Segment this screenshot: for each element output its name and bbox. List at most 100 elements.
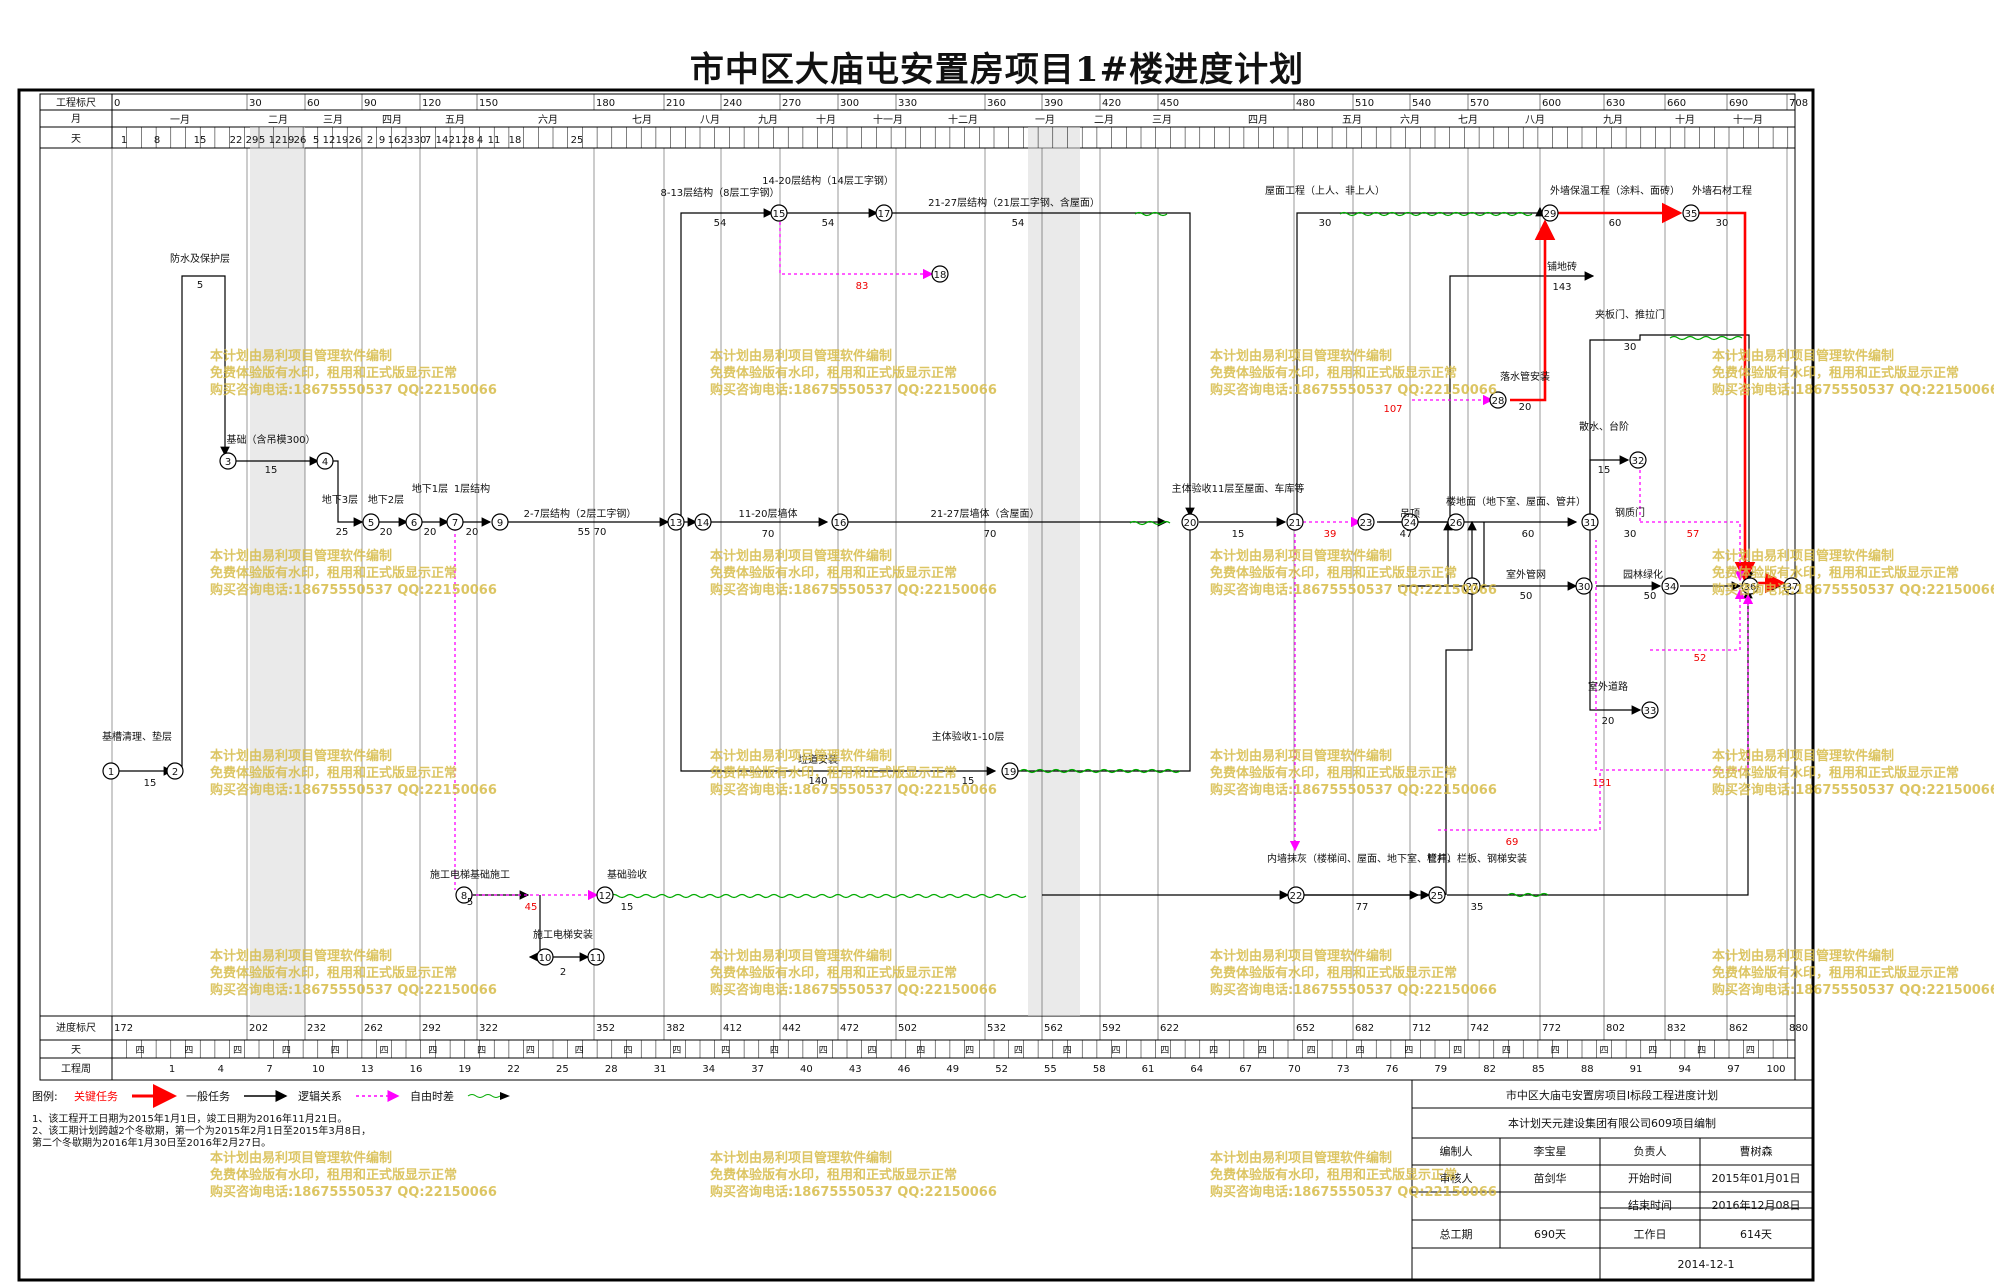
task-32: 内墙抹灰（楼梯间、屋面、地下室、管井）77 xyxy=(1267,852,1457,913)
node-label: 5 xyxy=(368,518,374,529)
bottom-week: 28 xyxy=(605,1064,618,1075)
header-tick: 270 xyxy=(782,98,801,109)
watermark-line: 购买咨询电话:18675550537 QQ:22150066 xyxy=(1712,782,1994,798)
node-1: 1 xyxy=(102,762,120,780)
info-date: 2014-12-1 xyxy=(1678,1258,1735,1271)
header-month: 十月 xyxy=(1675,113,1695,126)
bottom-day-cell: 四 xyxy=(1404,1046,1413,1056)
task-duration: 47 xyxy=(1400,529,1413,540)
watermark-line: 免费体验版有水印，租用和正式版显示正常 xyxy=(210,565,457,581)
bottom-tick: 292 xyxy=(422,1023,441,1034)
header-month: 五月 xyxy=(1342,114,1362,126)
legend-normal-label: 一般任务 xyxy=(186,1090,230,1103)
header-day: 12 xyxy=(323,135,336,146)
watermark-line: 购买咨询电话:18675550537 QQ:22150066 xyxy=(210,782,497,798)
bottom-week: 85 xyxy=(1532,1064,1545,1075)
bottom-week: 40 xyxy=(800,1064,813,1075)
bottom-tick: 712 xyxy=(1412,1023,1431,1034)
bottom-tick: 262 xyxy=(364,1023,383,1034)
float-number: 45 xyxy=(525,902,538,913)
bottom-day-cell: 四 xyxy=(1453,1046,1462,1056)
task-duration: 15 xyxy=(621,902,634,913)
header-tick: 180 xyxy=(596,98,615,109)
bottom-tick: 772 xyxy=(1542,1023,1561,1034)
watermark-line: 免费体验版有水印，租用和正式版显示正常 xyxy=(1210,965,1457,981)
task-name: 防水及保护层 xyxy=(170,252,230,265)
watermark-line: 本计划由易利项目管理软件编制 xyxy=(210,1150,392,1166)
week-gridlines xyxy=(111,94,1789,1058)
bottom-tick: 742 xyxy=(1470,1023,1489,1034)
node-label: 17 xyxy=(878,209,891,220)
info-project: 市中区大庙屯安置房项目Ⅰ标段工程进度计划 xyxy=(1506,1088,1718,1102)
header-month: 八月 xyxy=(1525,114,1545,126)
task-name: 地下3层 xyxy=(322,493,358,506)
header-tick: 390 xyxy=(1044,98,1063,109)
watermark-line: 购买咨询电话:18675550537 QQ:22150066 xyxy=(710,782,997,798)
bottom-tick: 622 xyxy=(1160,1023,1179,1034)
float-number: 131 xyxy=(1592,778,1611,789)
task-duration: 54 xyxy=(1012,218,1025,229)
task-duration: 15 xyxy=(962,776,975,787)
task-name: 基础（含吊模300） xyxy=(226,433,315,446)
watermark-line: 购买咨询电话:18675550537 QQ:22150066 xyxy=(1712,982,1994,998)
bottom-tick: 592 xyxy=(1102,1023,1121,1034)
bottom-day-cell: 四 xyxy=(1697,1046,1706,1056)
header-tick: 630 xyxy=(1606,98,1625,109)
watermark-line: 免费体验版有水印，租用和正式版显示正常 xyxy=(1712,965,1959,981)
task-name: 主体验收11层至屋面、车库等 xyxy=(1172,482,1305,495)
task-duration: 60 xyxy=(1522,529,1535,540)
header-tick: 210 xyxy=(666,98,685,109)
node-34: 34 xyxy=(1661,577,1679,595)
node-label: 27 xyxy=(1466,582,1479,593)
node-13: 13 xyxy=(667,513,685,531)
task-23: 吊顶 47 xyxy=(1400,508,1420,540)
node-36: 36 xyxy=(1741,577,1759,595)
note-1: 1、该工程开工日期为2015年1月1日，竣工日期为2016年11月21日。 xyxy=(32,1112,347,1125)
watermark-line: 本计划由易利项目管理软件编制 xyxy=(210,748,392,764)
info-v1-0: 李宝星 xyxy=(1534,1144,1567,1158)
bottom-day-cell: 四 xyxy=(867,1046,876,1056)
note-3: 第二个冬歇期为2016年1月30日至2016年2月27日。 xyxy=(32,1136,271,1149)
header-tick: 120 xyxy=(422,98,441,109)
header-tick: 330 xyxy=(898,98,917,109)
node-4: 4 xyxy=(316,452,334,470)
task-12: 21-27层墙体（含屋面）70 xyxy=(930,507,1039,540)
task-duration: 15 xyxy=(1232,529,1245,540)
header-month: 九月 xyxy=(758,114,778,126)
info-v2-0: 曹树森 xyxy=(1740,1144,1773,1158)
node-26: 26 xyxy=(1447,513,1465,531)
task-name: 地下2层 xyxy=(368,493,404,506)
bottom-week: 43 xyxy=(849,1064,862,1075)
node-7: 7 xyxy=(446,513,464,531)
bottom-tick: 862 xyxy=(1729,1023,1748,1034)
task-name: 吊顶 xyxy=(1400,508,1420,520)
node-label: 29 xyxy=(1544,209,1557,220)
task-duration: 2 xyxy=(560,967,566,978)
watermark-line: 本计划由易利项目管理软件编制 xyxy=(1712,748,1894,764)
node-label: 10 xyxy=(539,953,552,964)
task-duration: 77 xyxy=(1356,902,1369,913)
header-month: 三月 xyxy=(1152,114,1172,126)
bottom-week: 34 xyxy=(702,1064,715,1075)
bottom-row-label-2: 工程周 xyxy=(61,1063,91,1075)
header-day: 1 xyxy=(121,135,127,146)
task-duration: 54 xyxy=(822,218,835,229)
task-duration: 30 xyxy=(1624,342,1637,353)
node-11: 11 xyxy=(587,948,605,966)
task-duration: 25 xyxy=(336,527,349,538)
node-17: 17 xyxy=(875,204,893,222)
task-duration: 35 xyxy=(1471,902,1484,913)
bottom-day-cell: 四 xyxy=(1063,1046,1072,1056)
watermark-line: 本计划由易利项目管理软件编制 xyxy=(1210,348,1392,364)
bottom-week: 13 xyxy=(361,1064,374,1075)
node-label: 35 xyxy=(1685,209,1698,220)
bottom-week: 52 xyxy=(995,1064,1008,1075)
